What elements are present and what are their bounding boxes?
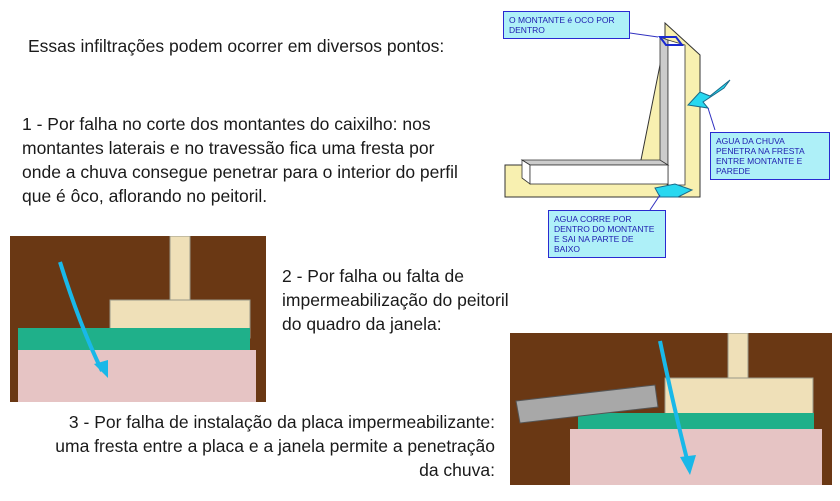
- sill-image-2: [510, 333, 832, 485]
- frame-diagram: [504, 21, 731, 211]
- intro-text: Essas infiltrações podem ocorrer em dive…: [28, 34, 448, 58]
- point-1-text: 1 - Por falha no corte dos montantes do …: [22, 114, 458, 206]
- intro-label: Essas infiltrações podem ocorrer em dive…: [28, 36, 445, 56]
- callout-rain: AGUA DA CHUVA PENETRA NA FRESTA ENTRE MO…: [710, 132, 830, 180]
- sill-image-1: [10, 236, 266, 402]
- point-3-text: 3 - Por falha de instalação da placa imp…: [55, 412, 495, 480]
- point-2-text: 2 - Por falha ou falta de impermeabiliza…: [282, 266, 509, 334]
- callout-flow: AGUA CORRE POR DENTRO DO MONTANTE E SAI …: [548, 210, 666, 258]
- callout-hollow: O MONTANTE é OCO POR DENTRO: [503, 11, 630, 39]
